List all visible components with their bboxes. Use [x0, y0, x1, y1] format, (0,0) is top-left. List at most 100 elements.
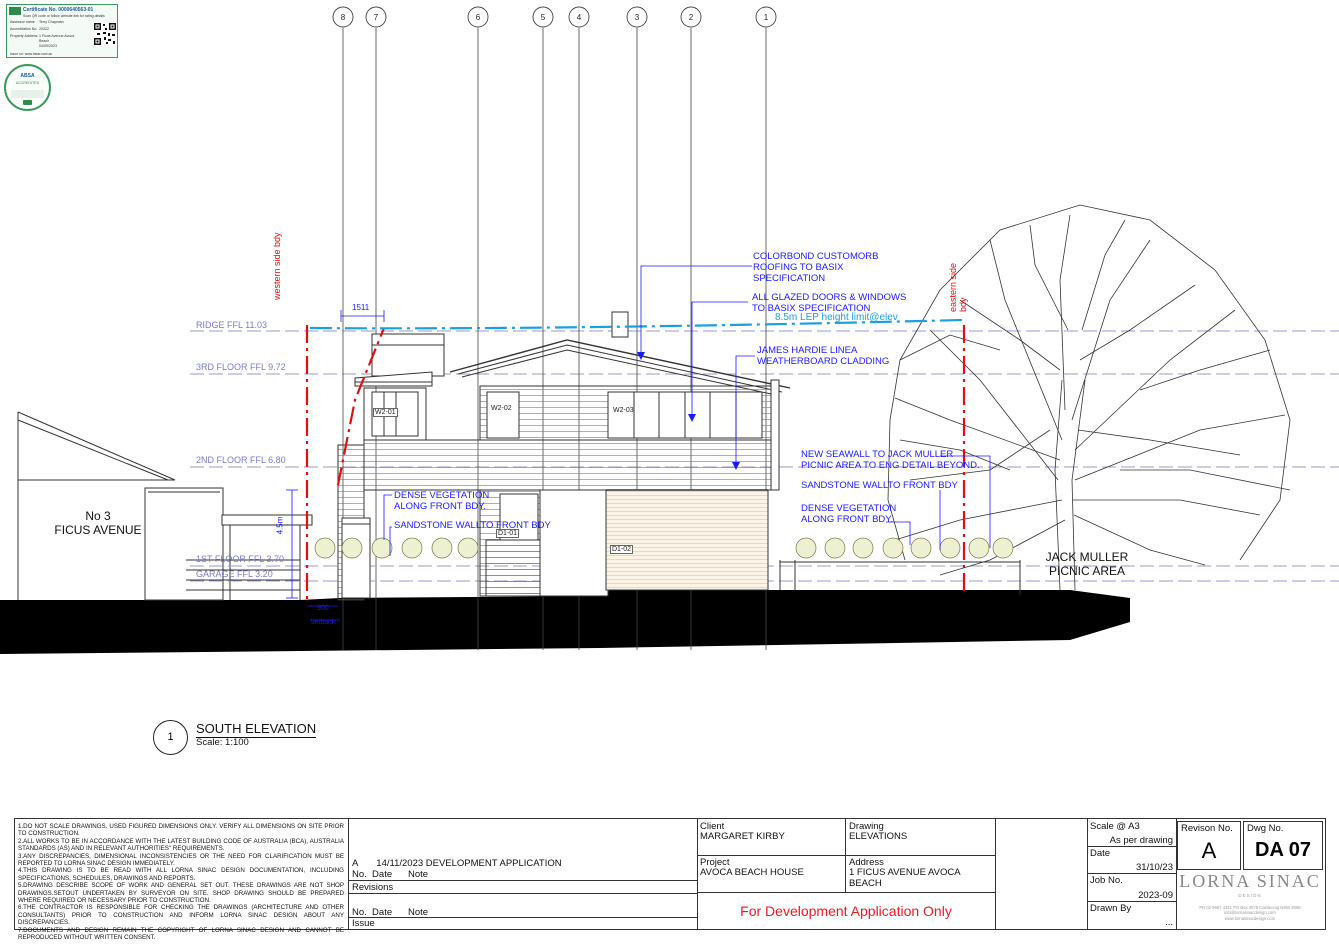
seawall-line1: NEW SEAWALL TO JACK MULLER — [801, 449, 954, 460]
neighbour-label: No 3 FICUS AVENUE — [30, 509, 166, 537]
veg-east-line2: ALONG FRONT BDY. — [801, 514, 894, 525]
setback-value: 900 — [317, 605, 329, 612]
seal-check-icon — [23, 100, 32, 105]
divider-scale-left — [1087, 819, 1088, 929]
seal-mid-text: ACCREDITED — [15, 81, 40, 85]
park-label: JACK MULLER PICNIC AREA — [1030, 550, 1144, 578]
issue-label: Issue — [352, 918, 375, 929]
lep-height-limit-line — [309, 318, 963, 330]
divider-notes — [348, 819, 349, 929]
level-2nd-floor: 2ND FLOOR FFL 6.80 — [196, 455, 286, 465]
note-5: 5.DRAWING DESCRIBE SCOPE OF WORK AND GEN… — [18, 882, 344, 905]
dwg-box: Dwg No. DA 07 — [1243, 821, 1323, 870]
property-label: Property Address — [10, 34, 38, 38]
view-title: SOUTH ELEVATION — [196, 721, 317, 738]
sandstone-east-annotation: SANDSTONE WALLTO FRONT BDY — [801, 480, 958, 491]
note-3: 3.ANY DISCREPANCIES, DIMENSIONAL INCONSI… — [18, 852, 344, 868]
seawall-annotation: NEW SEAWALL TO JACK MULLER PICNIC AREA T… — [801, 449, 980, 471]
certificate-logo-icon — [9, 7, 21, 15]
revision-no-value: A — [1201, 838, 1217, 863]
job-value: 2023-09 — [1138, 890, 1173, 901]
roofing-line3: SPECIFICATION — [753, 273, 826, 284]
grid-bubble-labels: 8 7 6 5 4 3 2 1 — [341, 13, 769, 22]
level-garage: GARAGE FFL 3.20 — [196, 569, 273, 579]
divider-rev-right — [697, 819, 698, 929]
scale-label: Scale @ A3 — [1090, 821, 1140, 832]
sandstone-west-annotation: SANDSTONE WALLTO FRONT BDY — [394, 520, 551, 531]
park-label-line2: PICNIC AREA — [1048, 564, 1126, 578]
brand-sub: DESIGN — [1238, 893, 1262, 898]
grid-label-8: 8 — [341, 13, 346, 22]
brand-contact: PH 02 9967 4321 PO Box 4079 Castlecrag N… — [1177, 905, 1323, 921]
grid-label-3: 3 — [635, 13, 640, 22]
divider-drawn — [1087, 901, 1176, 902]
door-d1-01: D1-01 — [496, 529, 520, 538]
glazing-line2: TO BASIX SPECIFICATION — [752, 303, 871, 314]
divider-issue — [348, 917, 697, 918]
glazing-line1: ALL GLAZED DOORS & WINDOWS — [752, 292, 907, 303]
house — [337, 311, 1021, 601]
window-w2-02: W2-02 — [491, 405, 512, 412]
grid-label-6: 6 — [476, 13, 481, 22]
divider-da-right — [995, 819, 996, 929]
drawing-value: ELEVATIONS — [849, 831, 908, 842]
veg-east-line1: DENSE VEGETATION — [801, 503, 897, 514]
note-2: 2.ALL WORKS TO BE IN ACCORDANCE WITH THE… — [18, 837, 344, 853]
view-scale: Scale: 1:100 — [196, 737, 249, 748]
divider-da — [697, 892, 995, 893]
lep-limit-label: 8.5m LEP height limit@elev — [775, 312, 898, 323]
vegetation-east — [795, 537, 1014, 559]
certificate-title: Certificate No. 0000640563-01 — [23, 7, 94, 13]
note-4: 4.THIS DRAWING IS TO BE READ WITH ALL LO… — [18, 867, 344, 882]
revision-box: Revison No. A — [1177, 821, 1241, 870]
grid-label-1: 1 — [764, 13, 769, 22]
divider-scale-right — [1176, 819, 1177, 929]
brand-contact-line3: www.lornasinacdesign.com — [1224, 915, 1276, 921]
note-7: 7.DOCUMENTS AND DESIGN REMAIN THE COPYRI… — [18, 926, 344, 942]
revision-header: No. Date Note — [352, 869, 429, 880]
property-value: 1 Ficus Avenue Avoca Beach — [39, 34, 75, 43]
roofing-annotation: COLORBOND CUSTOMORB ROOFING TO BASIX SPE… — [753, 251, 878, 284]
cladding-line1: JAMES HARDIE LINEA — [757, 345, 858, 356]
leader-lines — [383, 265, 991, 556]
dwg-no-label: Dwg No. — [1247, 823, 1284, 834]
grid-bubbles — [332, 6, 777, 28]
date-label: Date — [1090, 848, 1111, 859]
vegetation-west-annotation: DENSE VEGETATION ALONG FRONT BDY. — [394, 490, 489, 512]
accreditation-seal: ABSA ACCREDITED — [4, 64, 51, 111]
qr-code-icon — [93, 22, 117, 46]
divider-date — [1087, 846, 1176, 847]
note-6: 6.THE CONTRACTOR IS RESPONSIBLE FOR CHEC… — [18, 904, 344, 927]
roofing-line2: ROOFING TO BASIX — [753, 262, 844, 273]
grid-label-5: 5 — [541, 13, 546, 22]
eastern-boundary-label: eastern side bdy — [948, 262, 968, 312]
glazing-annotation: ALL GLAZED DOORS & WINDOWS TO BASIX SPEC… — [752, 292, 906, 314]
south-elevation-drawing: 8 7 6 5 4 3 2 1 — [0, 6, 1339, 654]
veg-west-line1: DENSE VEGETATION — [394, 490, 490, 501]
ground-fill — [0, 590, 1130, 654]
seal-top-text: ABSA — [20, 73, 35, 79]
client-value: MARGARET KIRBY — [700, 831, 785, 842]
accreditation-value: 20322 — [39, 27, 49, 31]
cladding-annotation: JAMES HARDIE LINEA WEATHERBOARD CLADDING — [757, 345, 889, 367]
boundary-lines — [305, 325, 966, 600]
door-d1-02: D1-02 — [610, 545, 634, 554]
roofing-line1: COLORBOND CUSTOMORB — [753, 251, 879, 262]
note-1: 1.DO NOT SCALE DRAWINGS. USED FIGURED DI… — [18, 823, 344, 838]
dwg-no-value: DA 07 — [1255, 839, 1311, 861]
neighbour-label-line1: No 3 — [85, 509, 111, 523]
level-1st-floor: 1ST FLOOR FFL 3.70 — [196, 554, 285, 564]
job-label: Job No. — [1090, 875, 1123, 886]
drawn-label: Drawn By — [1090, 903, 1132, 914]
tree — [887, 204, 1291, 591]
certificate-footer: Issue url: www.hstar.com.au — [10, 52, 53, 56]
level-3rd-floor: 3RD FLOOR FFL 9.72 — [196, 362, 286, 372]
assessor-label: Assessor name — [10, 20, 35, 24]
veg-west-line2: ALONG FRONT BDY. — [394, 501, 487, 512]
grid-label-4: 4 — [577, 13, 582, 22]
brand-contact-line2: info@lornasinacdesign.com — [1224, 910, 1276, 916]
project-label: Project — [700, 857, 730, 868]
level-ridge: RIDGE FFL 11.03 — [196, 320, 268, 330]
cladding-line2: WEATHERBOARD CLADDING — [757, 356, 890, 367]
setback-word: setback — [311, 619, 336, 626]
